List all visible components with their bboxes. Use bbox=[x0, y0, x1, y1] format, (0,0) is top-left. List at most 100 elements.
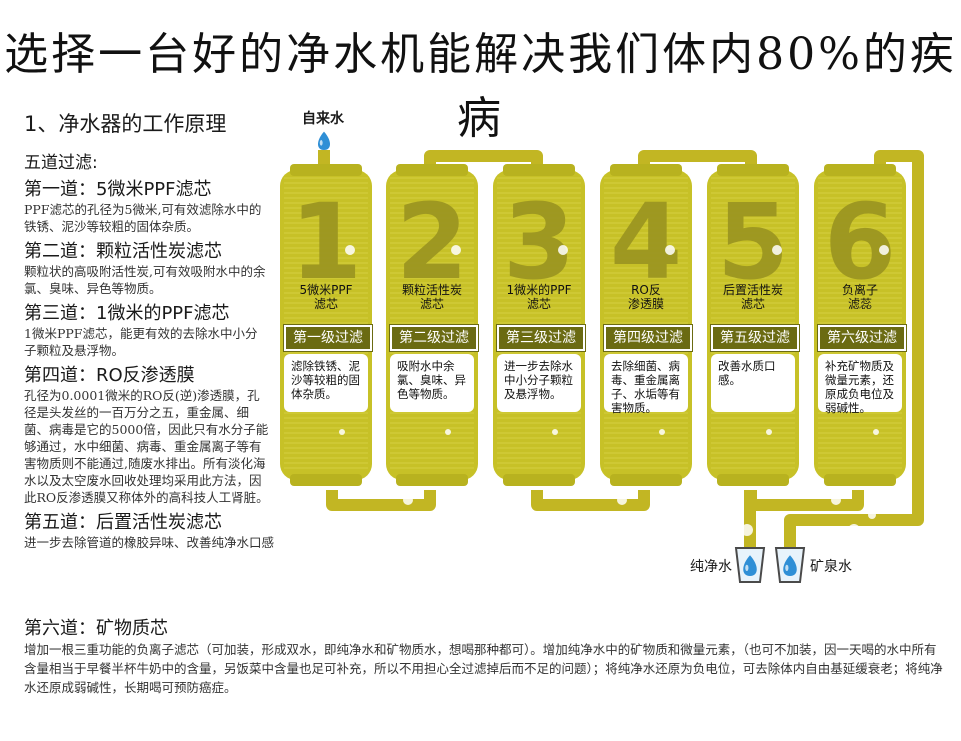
bubble bbox=[547, 511, 555, 519]
stage-text: 1微米PPF滤芯，能更有效的去除水中小分子颗粒及悬浮物。 bbox=[24, 326, 258, 358]
mineral-water-label: 矿泉水 bbox=[810, 559, 852, 575]
pipe-segment bbox=[745, 490, 864, 511]
cartridge-cap bbox=[610, 164, 682, 176]
bubble bbox=[558, 245, 568, 255]
cartridge-base bbox=[610, 474, 682, 486]
five-stage-label: 五道过滤: bbox=[24, 153, 98, 173]
bubble bbox=[665, 245, 675, 255]
filter-number: 2 bbox=[396, 181, 468, 303]
drop-highlight bbox=[319, 140, 323, 146]
stage-2: 第二道：颗粒活性炭滤芯 颗粒状的高吸附活性炭,可有效吸附水中的余氯、臭味、异色等… bbox=[24, 237, 269, 297]
filter-number: 6 bbox=[824, 181, 896, 303]
bubble bbox=[420, 524, 432, 536]
cartridge-base bbox=[290, 474, 362, 486]
stage-1: 第一道：5微米PPF滤芯 PPF滤芯的孔径为5微米,可有效滤除水中的铁锈、泥沙等… bbox=[24, 175, 269, 235]
filter-level-badge: 第三级过滤 bbox=[497, 325, 585, 351]
filter-description: 补充矿物质及微量元素，还原成负电位及弱碱性。 bbox=[818, 354, 902, 415]
stage-heading: 第一道：5微米PPF滤芯 bbox=[24, 179, 212, 200]
filter-level-badge: 第四级过滤 bbox=[604, 325, 692, 351]
cartridge-base bbox=[717, 474, 789, 486]
bubble bbox=[659, 429, 665, 435]
pure-water-label: 纯净水 bbox=[690, 559, 732, 575]
stage-5: 第五道：后置活性炭滤芯 进一步去除管道的橡胶异味、改善纯净水口感 bbox=[24, 508, 364, 551]
drop-highlight bbox=[745, 564, 749, 572]
bubble bbox=[873, 429, 879, 435]
filter-name: 后置活性炭滤芯 bbox=[722, 283, 783, 311]
cartridge-cap bbox=[396, 164, 468, 176]
filter-description: 去除细菌、病毒、重金属离子、水垢等有害物质。 bbox=[604, 354, 688, 415]
filter-explanation: 1、净水器的工作原理 五道过滤: 第一道：5微米PPF滤芯 PPF滤芯的孔径为5… bbox=[24, 108, 274, 551]
filter-number: 5 bbox=[717, 181, 789, 303]
filter-name: 颗粒活性炭滤芯 bbox=[401, 283, 462, 311]
cartridge-base bbox=[503, 474, 575, 486]
bubble bbox=[741, 524, 753, 536]
bubble bbox=[440, 511, 448, 519]
filter-name: 负离子滤蕊 bbox=[841, 283, 878, 311]
stage-heading: 第四道：RO反渗透膜 bbox=[24, 365, 195, 386]
filter-number: 3 bbox=[503, 181, 575, 303]
stage-heading: 第六道：矿物质芯 bbox=[24, 618, 168, 639]
bubble bbox=[403, 495, 413, 505]
stage-text: 孔径为0.0001微米的RO反(逆)渗透膜，孔径是头发丝的一百万分之五，重金属、… bbox=[24, 388, 269, 505]
stage-text: 颗粒状的高吸附活性炭,可有效吸附水中的余氯、臭味、异色等物质。 bbox=[24, 264, 266, 296]
section-title: 1、净水器的工作原理 bbox=[24, 112, 227, 136]
stage-3: 第三道：1微米的PPF滤芯 1微米PPF滤芯，能更有效的去除水中小分子颗粒及悬浮… bbox=[24, 299, 269, 359]
pipe-segment bbox=[784, 150, 924, 548]
cartridge-base bbox=[396, 474, 468, 486]
stage-heading: 第三道：1微米的PPF滤芯 bbox=[24, 303, 230, 324]
bubble bbox=[334, 511, 342, 519]
cartridge-cap bbox=[717, 164, 789, 176]
filter-level-badge: 第一级过滤 bbox=[284, 325, 372, 351]
bubble bbox=[552, 429, 558, 435]
bubble bbox=[831, 495, 841, 505]
bubble bbox=[527, 524, 539, 536]
filter-description: 滤除铁锈、泥沙等较粗的固体杂质。 bbox=[284, 354, 368, 412]
cartridge-cap bbox=[290, 164, 362, 176]
bubble bbox=[510, 495, 520, 505]
stage-heading: 第二道：颗粒活性炭滤芯 bbox=[24, 241, 222, 262]
filter-number: 1 bbox=[290, 181, 362, 303]
cartridge-cap bbox=[824, 164, 896, 176]
stage-6: 第六道：矿物质芯 增加一根三重功能的负离子滤芯（可加装，形成双水，即纯净水和矿物… bbox=[24, 612, 944, 697]
filter-description: 改善水质口感。 bbox=[711, 354, 795, 412]
pipe-segment bbox=[326, 490, 436, 511]
filter-level-badge: 第五级过滤 bbox=[711, 325, 799, 351]
cartridge-base bbox=[824, 474, 896, 486]
bubble bbox=[451, 245, 461, 255]
stage-text: 增加一根三重功能的负离子滤芯（可加装，形成双水，即纯净水和矿物质水，想喝那种都可… bbox=[24, 642, 943, 695]
page-title: 选择一台好的净水机能解决我们体内80%的疾病 bbox=[4, 29, 957, 144]
bubble bbox=[761, 511, 769, 519]
bubble bbox=[314, 524, 326, 536]
drop-highlight bbox=[785, 564, 789, 572]
drops bbox=[318, 131, 806, 583]
inlet-label: 自来水 bbox=[302, 111, 344, 127]
bubble bbox=[634, 524, 646, 536]
bubble bbox=[345, 245, 355, 255]
stage-text: 进一步去除管道的橡胶异味、改善纯净水口感 bbox=[24, 535, 275, 550]
bubble bbox=[766, 429, 772, 435]
bubble bbox=[879, 245, 889, 255]
bubble bbox=[848, 524, 860, 536]
bubble bbox=[772, 245, 782, 255]
water-drop-icon bbox=[318, 131, 330, 150]
bubble bbox=[868, 511, 876, 519]
bubble bbox=[617, 495, 627, 505]
stage-4: 第四道：RO反渗透膜 孔径为0.0001微米的RO反(逆)渗透膜，孔径是头发丝的… bbox=[24, 361, 269, 506]
bubble bbox=[654, 511, 662, 519]
bubble bbox=[445, 429, 451, 435]
filter-name: RO反渗透膜 bbox=[627, 283, 664, 311]
filter-level-badge: 第六级过滤 bbox=[818, 325, 906, 351]
filter-description: 进一步去除水中小分子颗粒及悬浮物。 bbox=[497, 354, 581, 412]
cartridge-cap bbox=[503, 164, 575, 176]
filter-description: 吸附水中余氯、臭味、异色等物质。 bbox=[390, 354, 474, 412]
filter-number: 4 bbox=[610, 181, 682, 303]
stage-heading: 第五道：后置活性炭滤芯 bbox=[24, 512, 222, 533]
bubble bbox=[724, 495, 734, 505]
bubble bbox=[297, 495, 307, 505]
bubble bbox=[339, 429, 345, 435]
pipe-segment bbox=[531, 490, 650, 511]
filter-level-badge: 第二级过滤 bbox=[390, 325, 478, 351]
